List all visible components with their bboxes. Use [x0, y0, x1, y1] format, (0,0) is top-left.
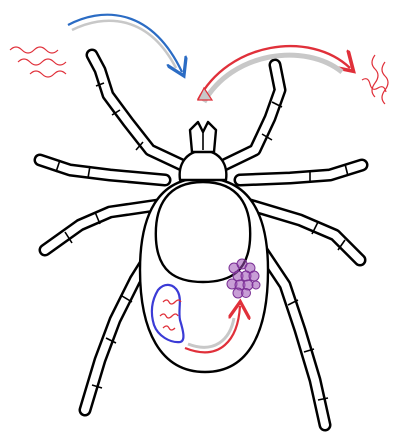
blue-arrow-icon [68, 15, 182, 72]
spirochete-icon-left [10, 47, 66, 77]
capitulum [180, 150, 227, 180]
spirochete-icon-right [362, 55, 388, 104]
